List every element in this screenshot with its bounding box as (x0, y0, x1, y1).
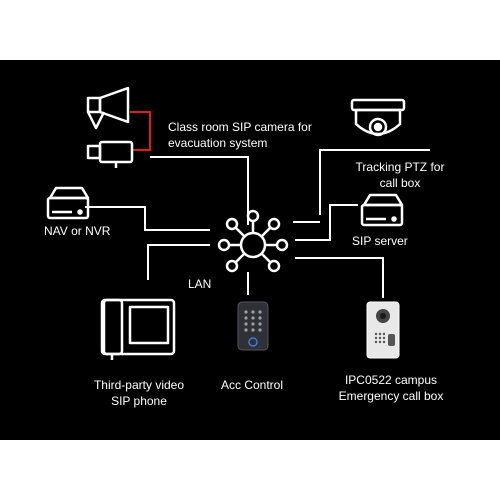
speaker-horn-icon (86, 86, 130, 130)
server-icon (360, 193, 404, 227)
camera-label: Class room SIP camera for evacuation sys… (168, 119, 312, 151)
link-call-box (295, 257, 384, 298)
call-box-icon (366, 301, 400, 359)
lan-label: LAN (188, 277, 212, 291)
camera-label-line2: evacuation system (168, 136, 268, 150)
nvr-icon (46, 186, 90, 220)
sip-server-label: SIP server (352, 234, 408, 248)
dome-camera-icon (350, 98, 406, 137)
call-box-label: IPC0522 campus Emergency call box (328, 372, 454, 404)
link-nvr (85, 206, 210, 231)
link-sip-server (295, 204, 358, 241)
link-speaker-camera (130, 111, 151, 151)
link-ptz (319, 149, 430, 215)
sip-phone-label: Third-party video SIP phone (84, 377, 194, 409)
link-sip-phone (147, 244, 210, 280)
call-box-label-line1: IPC0522 campus (344, 373, 438, 387)
call-box-label-line2: Emergency call box (338, 389, 444, 403)
nvr-label: NAV or NVR (44, 224, 111, 238)
video-phone-icon (100, 298, 176, 360)
bullet-camera-icon (86, 140, 134, 168)
ptz-label-line1: Tracking PTZ for (355, 160, 445, 174)
access-control-icon (237, 301, 269, 351)
lan-hub-icon (217, 209, 289, 273)
sip-phone-label-line2: SIP phone (111, 394, 167, 408)
sip-phone-label-line1: Third-party video (93, 378, 185, 392)
link-camera (150, 156, 249, 225)
ptz-label: Tracking PTZ for call box (345, 159, 455, 191)
camera-label-line1: Class room SIP camera for (168, 120, 312, 134)
connection-lines (85, 149, 430, 298)
diagram-canvas (0, 60, 500, 440)
acc-label: Acc Control (220, 378, 284, 392)
ptz-label-line2: call box (379, 176, 421, 190)
